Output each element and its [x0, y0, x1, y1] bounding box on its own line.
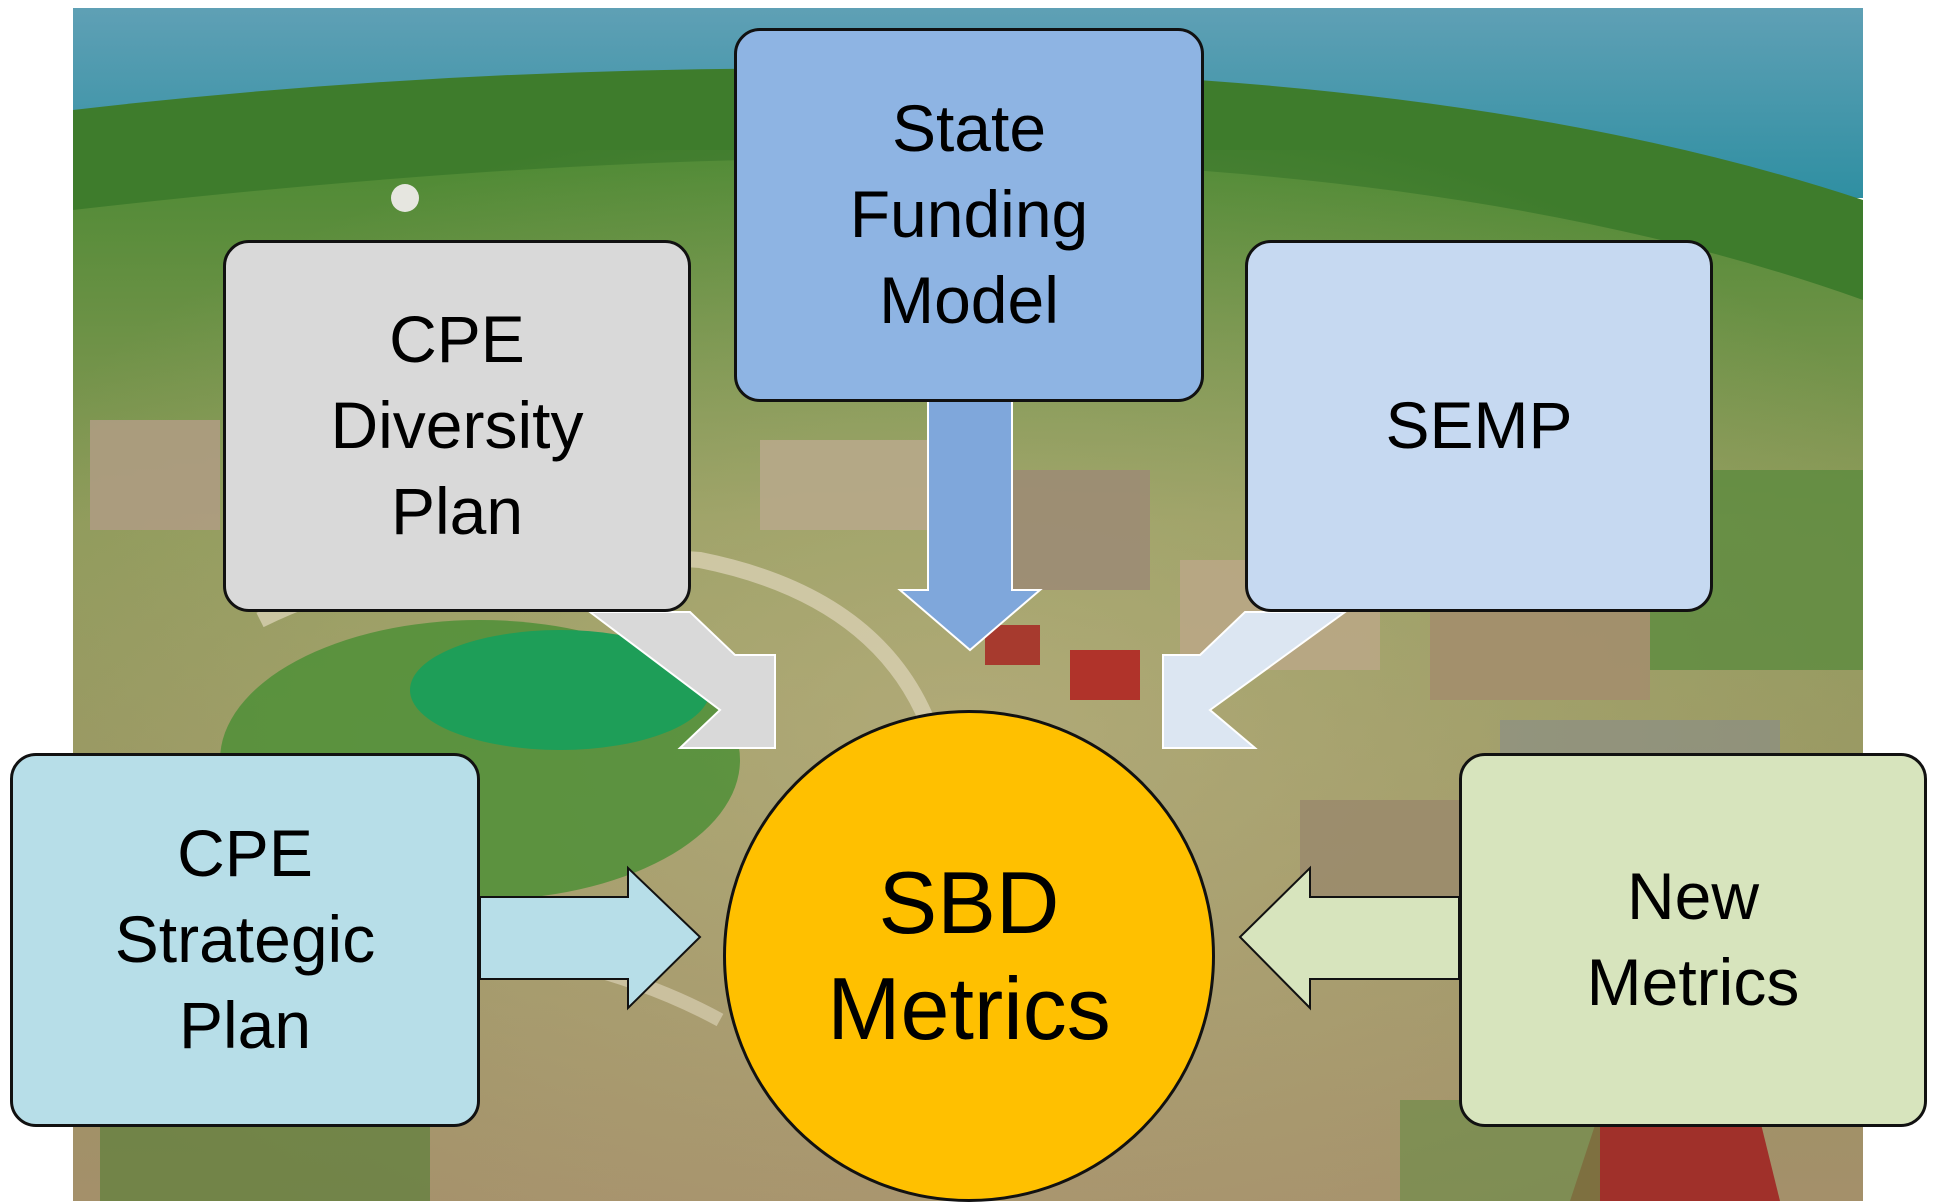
cpe-diversity-plan-label: CPE Diversity Plan	[330, 302, 584, 548]
semp-box: SEMP	[1245, 240, 1713, 612]
sbd-metrics-label: SBD Metrics	[827, 853, 1111, 1058]
building-5	[90, 420, 220, 530]
arrow-from-new-metrics	[1238, 865, 1460, 1011]
red-roof-1	[1070, 650, 1140, 700]
arrow-from-cpe-diversity	[587, 611, 776, 749]
arrow-from-state-funding	[897, 399, 1043, 652]
building-4	[1430, 600, 1650, 700]
new-metrics-box: New Metrics	[1459, 753, 1927, 1127]
state-funding-model-box: State Funding Model	[734, 28, 1204, 402]
new-metrics-label: New Metrics	[1586, 859, 1800, 1019]
red-roof-3	[1570, 1110, 1780, 1201]
water-tower	[391, 184, 419, 212]
semp-label: SEMP	[1385, 388, 1573, 463]
building-1	[760, 440, 940, 530]
cpe-diversity-plan-box: CPE Diversity Plan	[223, 240, 691, 612]
red-roof-2	[985, 625, 1040, 665]
sbd-metrics-circle: SBD Metrics	[723, 710, 1215, 1202]
arrow-from-semp	[1162, 611, 1349, 749]
building-2	[1010, 470, 1150, 590]
state-funding-model-label: State Funding Model	[849, 91, 1089, 337]
cpe-strategic-plan-label: CPE Strategic Plan	[114, 816, 376, 1062]
cpe-strategic-plan-box: CPE Strategic Plan	[10, 753, 480, 1127]
pond	[410, 630, 710, 750]
arrow-from-cpe-strategic	[479, 865, 702, 1011]
